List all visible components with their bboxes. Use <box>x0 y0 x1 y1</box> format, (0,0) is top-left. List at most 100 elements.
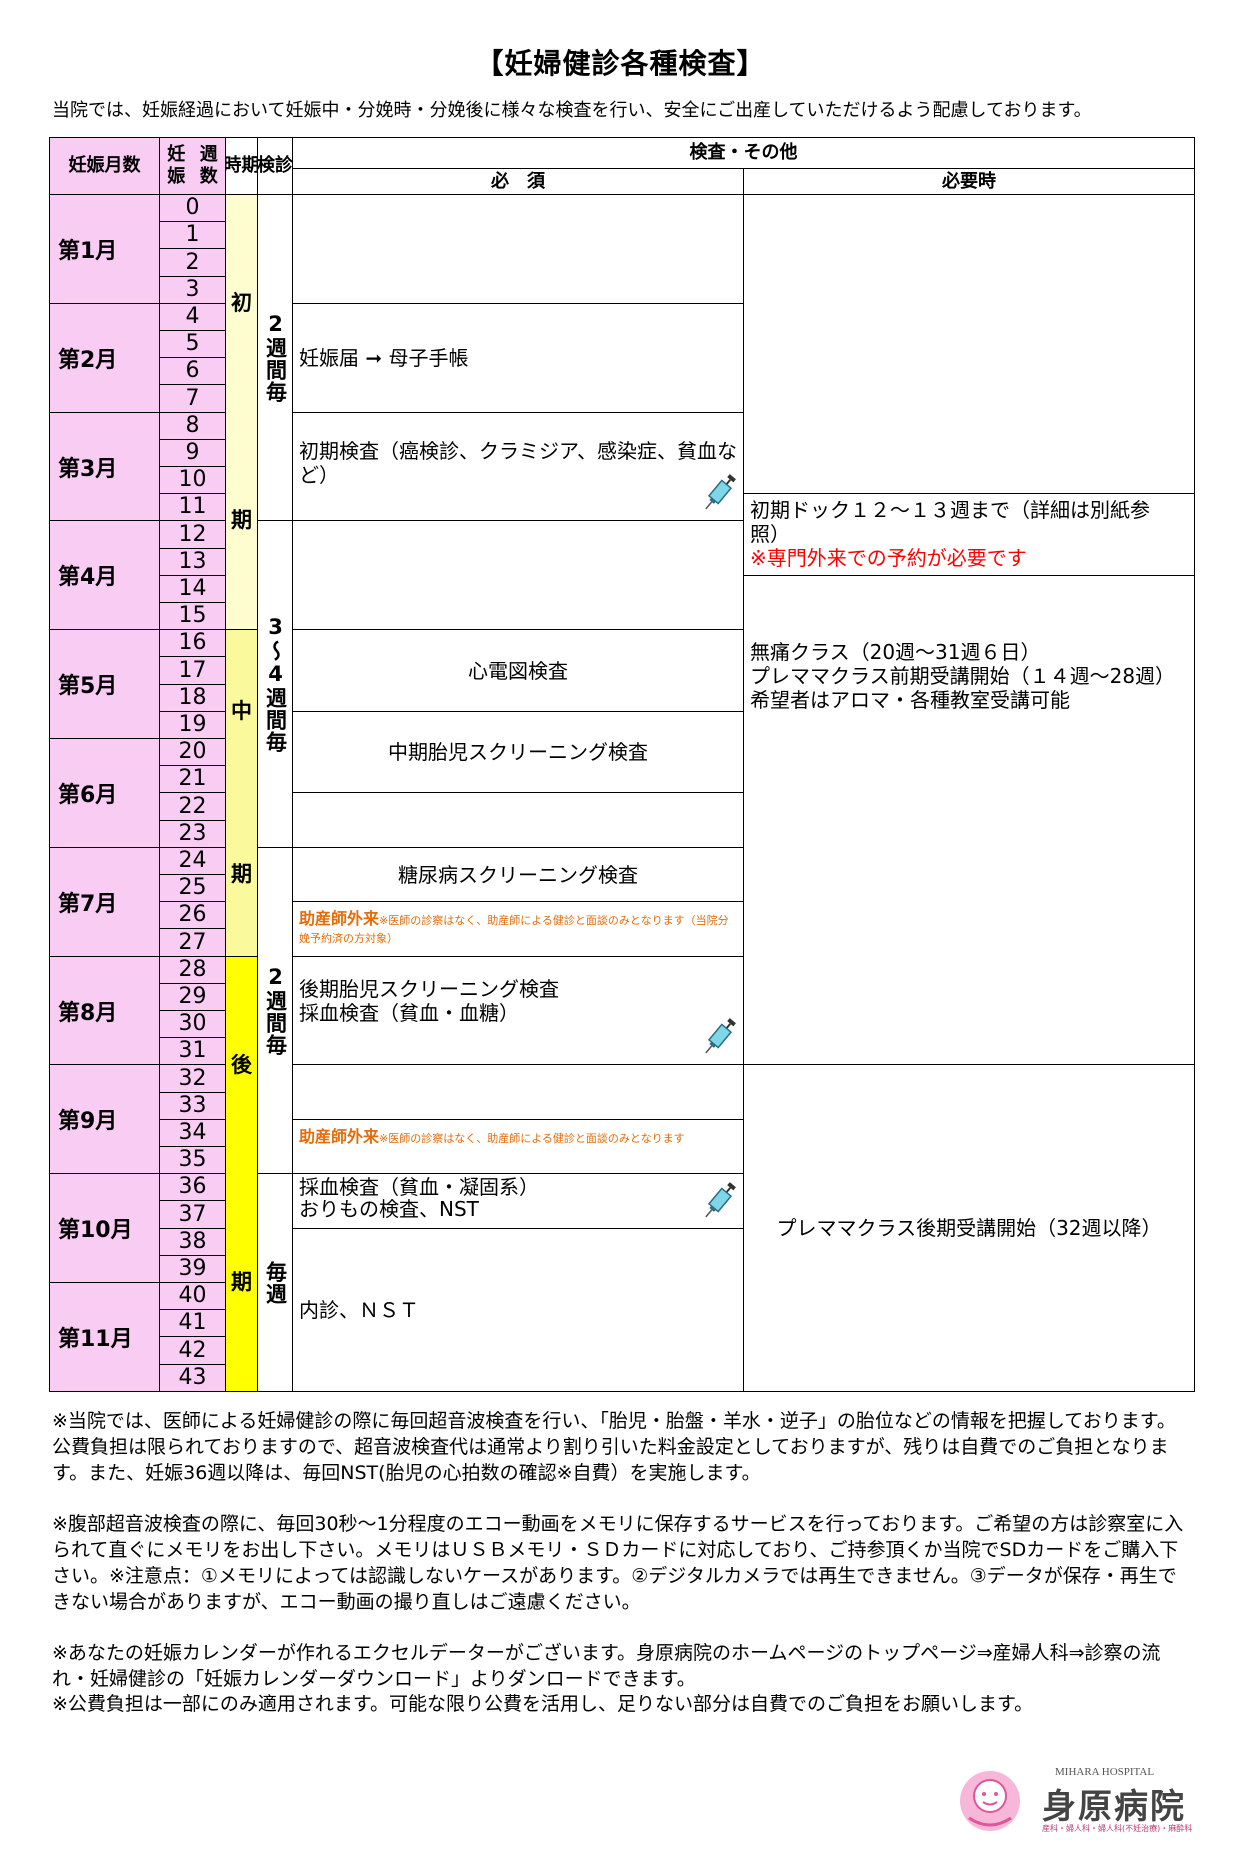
week-number: 17 <box>178 657 207 683</box>
exam-interval-b: 3〜4週間毎 <box>257 520 293 848</box>
note-paragraph: ※あなたの妊娠カレンダーが作れるエクセルデーターがございます。身原病院のホームペ… <box>52 1642 1161 1690</box>
week-cell: 2 <box>159 248 226 277</box>
month-cell: 第9月 <box>49 1064 160 1174</box>
month-cell: 第7月 <box>49 847 160 957</box>
exam-interval-b-text: 3〜4週間毎 <box>263 615 288 753</box>
week-number: 23 <box>178 821 207 846</box>
required-cell-12: 助産師外来※医師の診察はなく、助産師による健診と面談のみとなります <box>292 1119 744 1174</box>
month-cell: 第11月 <box>49 1282 160 1392</box>
week-cell: 35 <box>159 1146 226 1174</box>
required-cell-8: 糖尿病スクリーニング検査 <box>292 847 744 902</box>
week-cell: 3 <box>159 276 226 304</box>
required-cell-13: 採血検査（貧血・凝固系）おりもの検査、NST <box>292 1173 744 1229</box>
week-cell: 22 <box>159 792 226 821</box>
required-text: 後期胎児スクリーニング検査 <box>299 977 559 1001</box>
header-period: 時期 <box>225 137 258 195</box>
week-cell: 19 <box>159 711 226 739</box>
week-cell: 24 <box>159 847 226 875</box>
week-cell: 9 <box>159 439 226 467</box>
required-cell-2: 妊娠届 ➞ 母子手帳 <box>292 303 744 413</box>
week-number: 27 <box>178 929 207 955</box>
header-month: 妊娠月数 <box>49 137 160 195</box>
week-cell: 41 <box>159 1309 226 1337</box>
when-needed-text: 希望者はアロマ・各種教室受講可能 <box>750 688 1070 712</box>
week-number: 40 <box>178 1283 207 1308</box>
required-text: おりもの検査、NST <box>299 1197 479 1221</box>
required-cell-3: 初期検査（癌検診、クラミジア、感染症、貧血など） <box>292 412 744 521</box>
month-label: 第1月 <box>58 239 118 264</box>
week-cell: 11 <box>159 493 226 521</box>
header-period-l1: 時 <box>225 155 242 176</box>
header-period-l2: 期 <box>241 155 258 176</box>
week-cell: 33 <box>159 1092 226 1120</box>
week-cell: 0 <box>159 194 226 222</box>
week-cell: 30 <box>159 1010 226 1038</box>
week-cell: 13 <box>159 548 226 576</box>
header-required-label: 必 須 <box>491 170 545 192</box>
when-needed-cell-2: 無痛クラス（20週〜31週６日）プレママクラス前期受講開始（１４週〜28週）希望… <box>743 575 1195 1065</box>
header-month-label: 妊娠月数 <box>68 155 141 176</box>
week-number: 10 <box>178 467 207 492</box>
month-label: 第8月 <box>58 1000 118 1026</box>
required-cell-5: 心電図検査 <box>292 629 744 712</box>
week-cell: 12 <box>159 520 226 549</box>
week-number: 36 <box>178 1174 207 1199</box>
week-cell: 37 <box>159 1200 226 1229</box>
week-number: 0 <box>185 195 200 220</box>
month-cell: 第8月 <box>49 956 160 1065</box>
week-number: 33 <box>178 1093 207 1118</box>
week-cell: 7 <box>159 384 226 413</box>
week-number: 38 <box>178 1229 207 1254</box>
week-number: 16 <box>178 630 207 655</box>
note-paragraph: ※腹部超音波検査の際に、毎回30秒〜1分程度のエコー動画をメモリに保存するサービ… <box>52 1513 1184 1613</box>
week-number: 13 <box>178 549 207 574</box>
week-number: 5 <box>185 331 200 356</box>
when-needed-text: プレママクラス後期受講開始（32週以降） <box>776 1216 1162 1240</box>
month-cell: 第10月 <box>49 1173 160 1283</box>
required-text: 糖尿病スクリーニング検査 <box>398 862 638 887</box>
logo-en: MIHARA HOSPITAL <box>1055 1766 1155 1778</box>
week-cell: 1 <box>159 221 226 249</box>
week-cell: 27 <box>159 928 226 957</box>
required-cell-4 <box>292 520 744 630</box>
required-cell-1 <box>292 194 744 304</box>
period-late-1: 後 <box>231 1053 252 1077</box>
month-cell: 第5月 <box>49 629 160 739</box>
month-cell: 第1月 <box>49 194 160 304</box>
syringe-icon <box>705 1182 736 1218</box>
week-cell: 25 <box>159 874 226 902</box>
week-number: 19 <box>178 712 207 737</box>
required-cell-7 <box>292 792 744 848</box>
month-label: 第3月 <box>58 456 118 482</box>
required-text: 妊娠届 ➞ 母子手帳 <box>299 346 469 370</box>
month-label: 第6月 <box>58 783 118 808</box>
week-number: 28 <box>178 957 207 982</box>
period-mid-2: 期 <box>231 862 252 886</box>
required-text: 心電図検査 <box>468 658 568 683</box>
month-label: 第7月 <box>58 892 118 917</box>
required-cell-6: 中期胎児スクリーニング検査 <box>292 711 744 793</box>
month-label: 第9月 <box>58 1109 118 1134</box>
week-number: 31 <box>178 1038 207 1063</box>
week-number: 43 <box>178 1365 207 1390</box>
week-cell: 14 <box>159 575 226 603</box>
logo-jp: 身原病院 <box>1042 1787 1186 1827</box>
header-tests: 検査・その他 <box>292 137 1195 169</box>
period-late-2: 期 <box>231 1270 252 1294</box>
week-number: 11 <box>178 494 207 519</box>
required-cell-10: 後期胎児スクリーニング検査採血検査（貧血・血糖） <box>292 956 744 1065</box>
week-number: 25 <box>178 875 207 900</box>
week-number: 32 <box>178 1065 207 1091</box>
week-number: 39 <box>178 1256 207 1281</box>
period-mid-1: 中 <box>231 699 252 723</box>
week-number: 4 <box>185 304 200 329</box>
period-early: 初期 <box>225 194 258 630</box>
period-early-2: 期 <box>231 508 252 532</box>
header-week-l2: 週数 <box>199 144 218 187</box>
week-cell: 23 <box>159 820 226 848</box>
week-cell: 43 <box>159 1364 226 1392</box>
week-number: 35 <box>178 1147 207 1172</box>
week-cell: 38 <box>159 1228 226 1256</box>
required-cell-11 <box>292 1064 744 1120</box>
